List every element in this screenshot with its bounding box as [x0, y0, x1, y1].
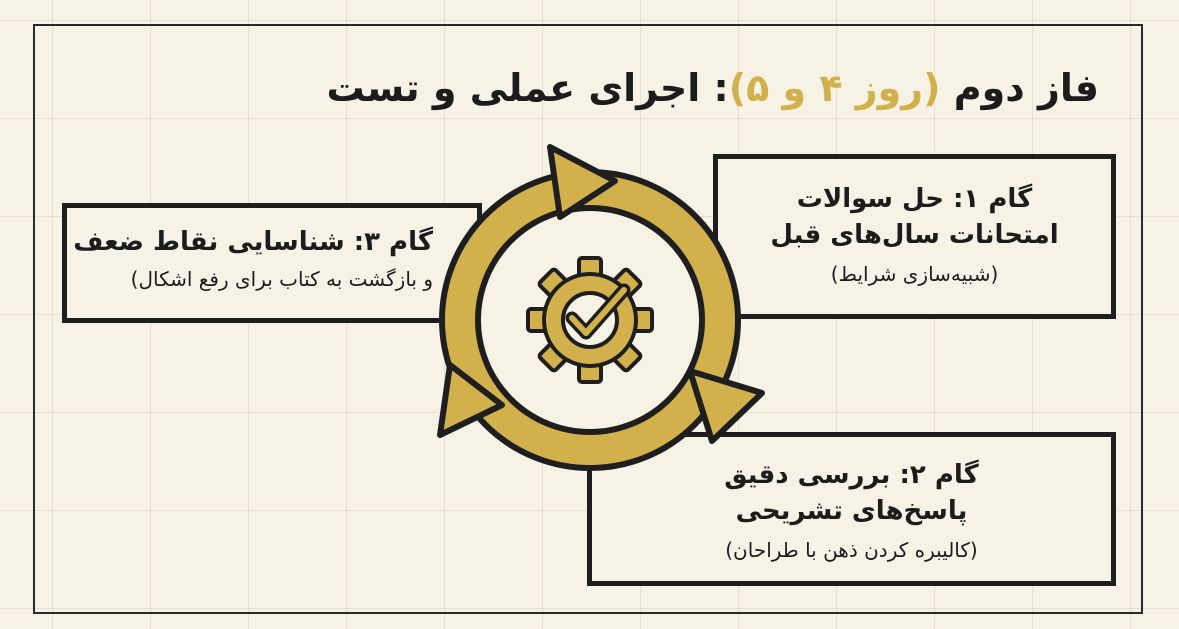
step-1-box: گام ۱: حل سوالات امتحانات سال‌های قبل (ش…: [713, 154, 1116, 319]
outer-frame: [33, 24, 1143, 614]
step-2-note: (کالیبره کردن ذهن با طراحان): [725, 538, 978, 562]
step-1-heading-line2: امتحانات سال‌های قبل: [770, 220, 1059, 250]
step-3-box: گام ۳: شناسایی نقاط ضعف و بازگشت به کتاب…: [62, 203, 482, 323]
page-title: فاز دوم (روز ۴ و ۵): اجرای عملی و تست: [326, 66, 1099, 110]
step-2-heading-line1: گام ۲: بررسی دقیق: [724, 460, 979, 490]
step-1-note: (شبیه‌سازی شرایط): [830, 262, 999, 286]
title-suffix: : اجرای عملی و تست: [326, 66, 729, 110]
step-2-box: گام ۲: بررسی دقیق پاسخ‌های تشریحی (کالیب…: [587, 432, 1116, 586]
step-3-note: و بازگشت به کتاب برای رفع اشکال): [130, 267, 433, 291]
gear-checkmark-icon: [526, 256, 654, 384]
arrowhead-top: [547, 144, 618, 220]
step-3-heading: گام ۳: شناسایی نقاط ضعف: [73, 227, 433, 257]
circular-arrows-icon: [437, 144, 765, 471]
cycle-arrowheads: [437, 144, 765, 444]
step-2-heading-line2: پاسخ‌های تشریحی: [735, 496, 968, 526]
arrowhead-left: [437, 362, 505, 438]
step-1-heading-line1: گام ۱: حل سوالات: [796, 184, 1033, 214]
title-prefix: فاز دوم: [940, 66, 1099, 110]
arrowhead-right: [687, 368, 765, 444]
title-accent: (روز ۴ و ۵): [728, 66, 941, 110]
